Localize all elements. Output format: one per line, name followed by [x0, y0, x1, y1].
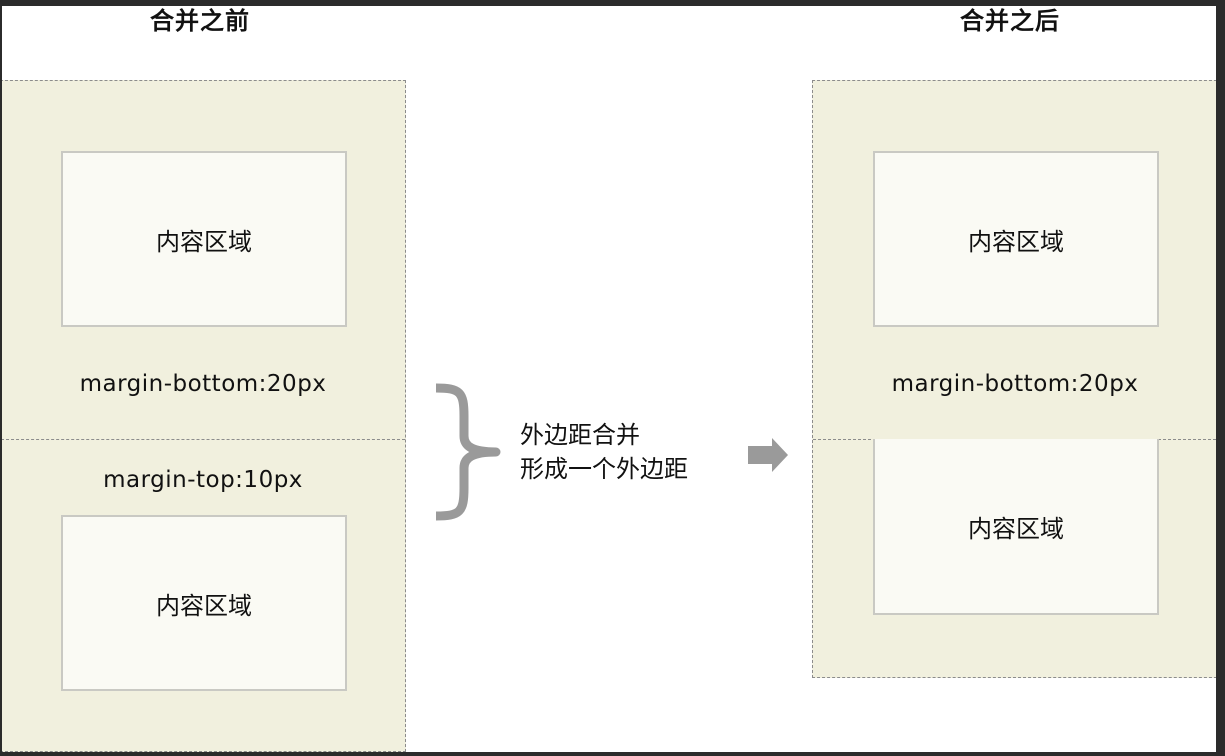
before-panel: 内容区域 margin-bottom:20px margin-top:10px …	[2, 80, 406, 752]
before-margin-bottom-label: margin-bottom:20px	[79, 371, 327, 397]
before-divider	[2, 439, 405, 440]
diagram-canvas: 合并之前 合并之后 内容区域 margin-bottom:20px margin…	[2, 6, 1216, 752]
merge-note: 外边距合并 形成一个外边距	[520, 418, 688, 486]
merge-note-line1: 外边距合并	[520, 421, 640, 449]
merge-note-line2: 形成一个外边距	[520, 455, 688, 483]
after-margin-bottom-label: margin-bottom:20px	[891, 371, 1139, 397]
right-curly-brace-icon	[435, 383, 501, 521]
before-margin-top-label: margin-top:10px	[103, 467, 303, 493]
right-arrow-icon	[748, 438, 788, 472]
after-top-content-box: 内容区域	[873, 151, 1159, 327]
before-top-content-box: 内容区域	[61, 151, 347, 327]
before-bottom-content-box: 内容区域	[61, 515, 347, 691]
heading-before: 合并之前	[150, 7, 250, 35]
heading-after: 合并之后	[960, 7, 1060, 35]
after-panel: 内容区域 margin-bottom:20px 内容区域	[812, 80, 1216, 678]
after-bottom-content-box: 内容区域	[873, 439, 1159, 615]
